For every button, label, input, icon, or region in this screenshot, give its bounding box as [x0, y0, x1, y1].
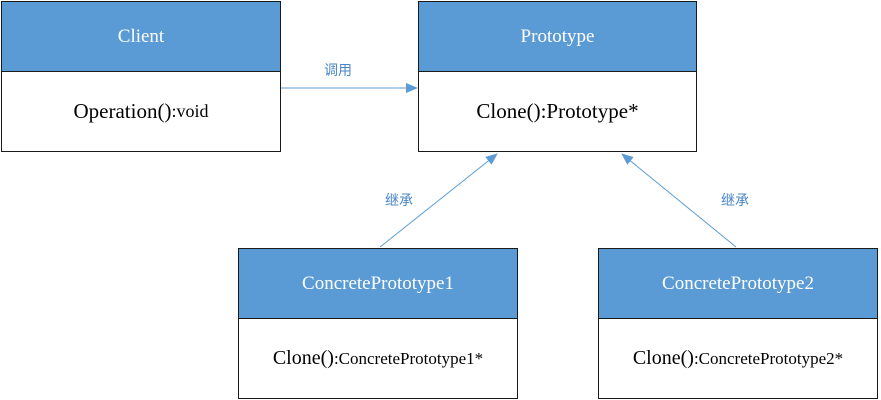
concrete-prototype-2-class-name: ConcretePrototype2 — [599, 249, 877, 319]
prototype-class-name: Prototype — [419, 2, 696, 72]
prototype-operation-return: :Prototype* — [540, 99, 639, 123]
prototype-class-box: Prototype Clone():Prototype* — [418, 1, 697, 152]
client-class-box: Client Operation():void — [1, 1, 281, 152]
client-operation: Operation():void — [2, 72, 280, 151]
concrete-prototype-2-operation: Clone():ConcretePrototype2* — [599, 319, 877, 398]
concrete-prototype-2-operation-return: :ConcretePrototype2* — [693, 348, 844, 368]
client-operation-name: Operation() — [73, 99, 172, 123]
concrete-prototype-1-class-box: ConcretePrototype1 Clone():ConcreteProto… — [238, 248, 518, 399]
concrete-prototype-2-class-box: ConcretePrototype2 Clone():ConcreteProto… — [598, 248, 878, 399]
concrete-prototype-1-operation-return: :ConcretePrototype1* — [333, 348, 484, 368]
concrete-prototype-1-class-name: ConcretePrototype1 — [239, 249, 517, 319]
prototype-operation-name: Clone() — [476, 99, 541, 123]
client-operation-return: :void — [171, 101, 209, 121]
client-class-name: Client — [2, 2, 280, 72]
inherit-relation-label-1: 继承 — [385, 193, 413, 209]
concrete-prototype-2-operation-name: Clone() — [632, 347, 694, 369]
inherit-arrow-2 — [621, 153, 737, 248]
prototype-operation: Clone():Prototype* — [419, 72, 696, 151]
call-relation-label: 调用 — [324, 63, 352, 79]
concrete-prototype-1-operation-name: Clone() — [272, 347, 334, 369]
concrete-prototype-1-operation: Clone():ConcretePrototype1* — [239, 319, 517, 398]
inherit-relation-label-2: 继承 — [721, 193, 749, 209]
